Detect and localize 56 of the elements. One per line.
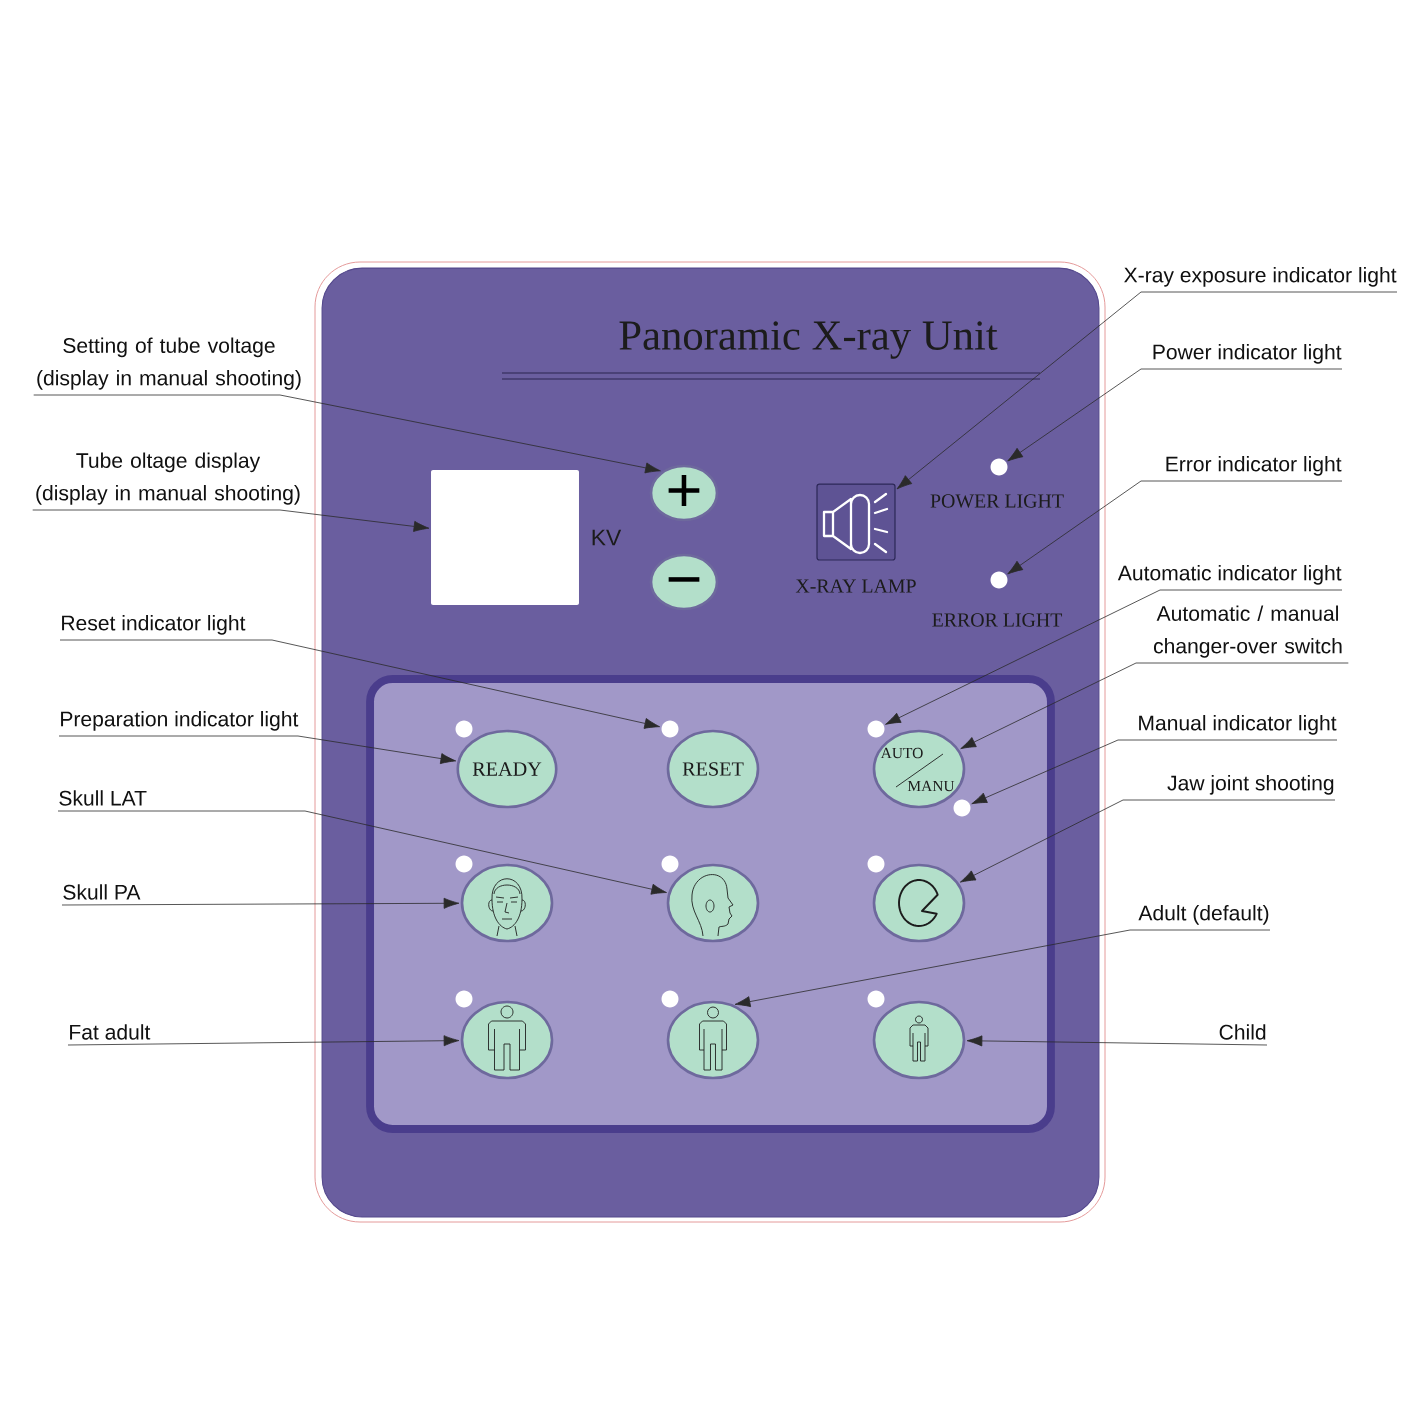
callout-text: Power indicator light	[1153, 344, 1342, 364]
indicator-light	[455, 855, 473, 873]
indicator-light	[867, 855, 885, 873]
plus-button: +	[649, 464, 719, 522]
leader-arrow	[57, 810, 667, 895]
leader-arrow	[33, 394, 661, 474]
leader-arrow	[67, 1035, 460, 1047]
push-button: READY	[456, 729, 558, 809]
leader-arrow	[734, 929, 1271, 1008]
callout-text: Manual indicator light	[1139, 715, 1337, 735]
callout-text: X-ray exposure indicator light	[1124, 267, 1397, 287]
display-screen	[431, 470, 579, 605]
callout-text: Automatic / manual changer-over switch	[1153, 605, 1342, 658]
indicator-light	[661, 855, 679, 873]
callout-text: Tube oltage display (display in manual shooting)	[36, 452, 300, 505]
leader-arrow	[885, 589, 1343, 725]
minus-button: −	[649, 553, 719, 611]
leader-arrow	[59, 639, 660, 729]
indicator-light	[455, 990, 473, 1008]
indicator-light	[661, 720, 679, 738]
leader-arrow	[966, 1035, 1268, 1047]
indicator-light	[455, 720, 473, 738]
speaker-icon	[816, 483, 896, 561]
indicator-light	[990, 458, 1008, 476]
panel-caption: POWER LIGHT	[930, 494, 1064, 508]
leader-arrow	[61, 897, 460, 909]
unit-label: KV	[592, 529, 622, 546]
callout-text: Setting of tube voltage (display in manual shooting)	[37, 337, 301, 390]
leader-arrow	[960, 799, 1336, 883]
callout-text: Skull LAT	[59, 790, 147, 806]
leader-arrow	[896, 291, 1398, 490]
leader-arrow	[32, 509, 430, 532]
leader-arrow	[960, 662, 1349, 749]
indicator-light	[661, 990, 679, 1008]
switch-button: AUTO MANU	[872, 729, 966, 809]
panel-caption: ERROR LIGHT	[932, 613, 1062, 627]
push-button: RESET	[666, 729, 760, 809]
indicator-light	[953, 799, 971, 817]
callout-text: Child	[1219, 1024, 1266, 1040]
callout-text: Fat adult	[70, 1024, 151, 1040]
leader-arrow	[1007, 480, 1343, 575]
leader-arrow	[1007, 368, 1343, 462]
callout-text: Error indicator light	[1166, 456, 1342, 476]
leader-arrow	[971, 739, 1338, 805]
panel-title: Panoramic X-ray Unit	[619, 321, 998, 359]
leader-arrow	[58, 735, 457, 765]
indicator-light	[867, 720, 885, 738]
panel-caption: X-RAY LAMP	[795, 579, 916, 593]
callout-text: Skull PA	[63, 884, 141, 900]
callout-text: Automatic indicator light	[1117, 565, 1342, 585]
callout-text: Reset indicator light	[62, 615, 246, 635]
indicator-light	[867, 990, 885, 1008]
callout-text: Preparation indicator light	[61, 711, 299, 731]
callout-text: Jaw joint shooting	[1167, 775, 1334, 795]
indicator-light	[990, 571, 1008, 589]
callout-text: Adult (default)	[1138, 905, 1269, 925]
